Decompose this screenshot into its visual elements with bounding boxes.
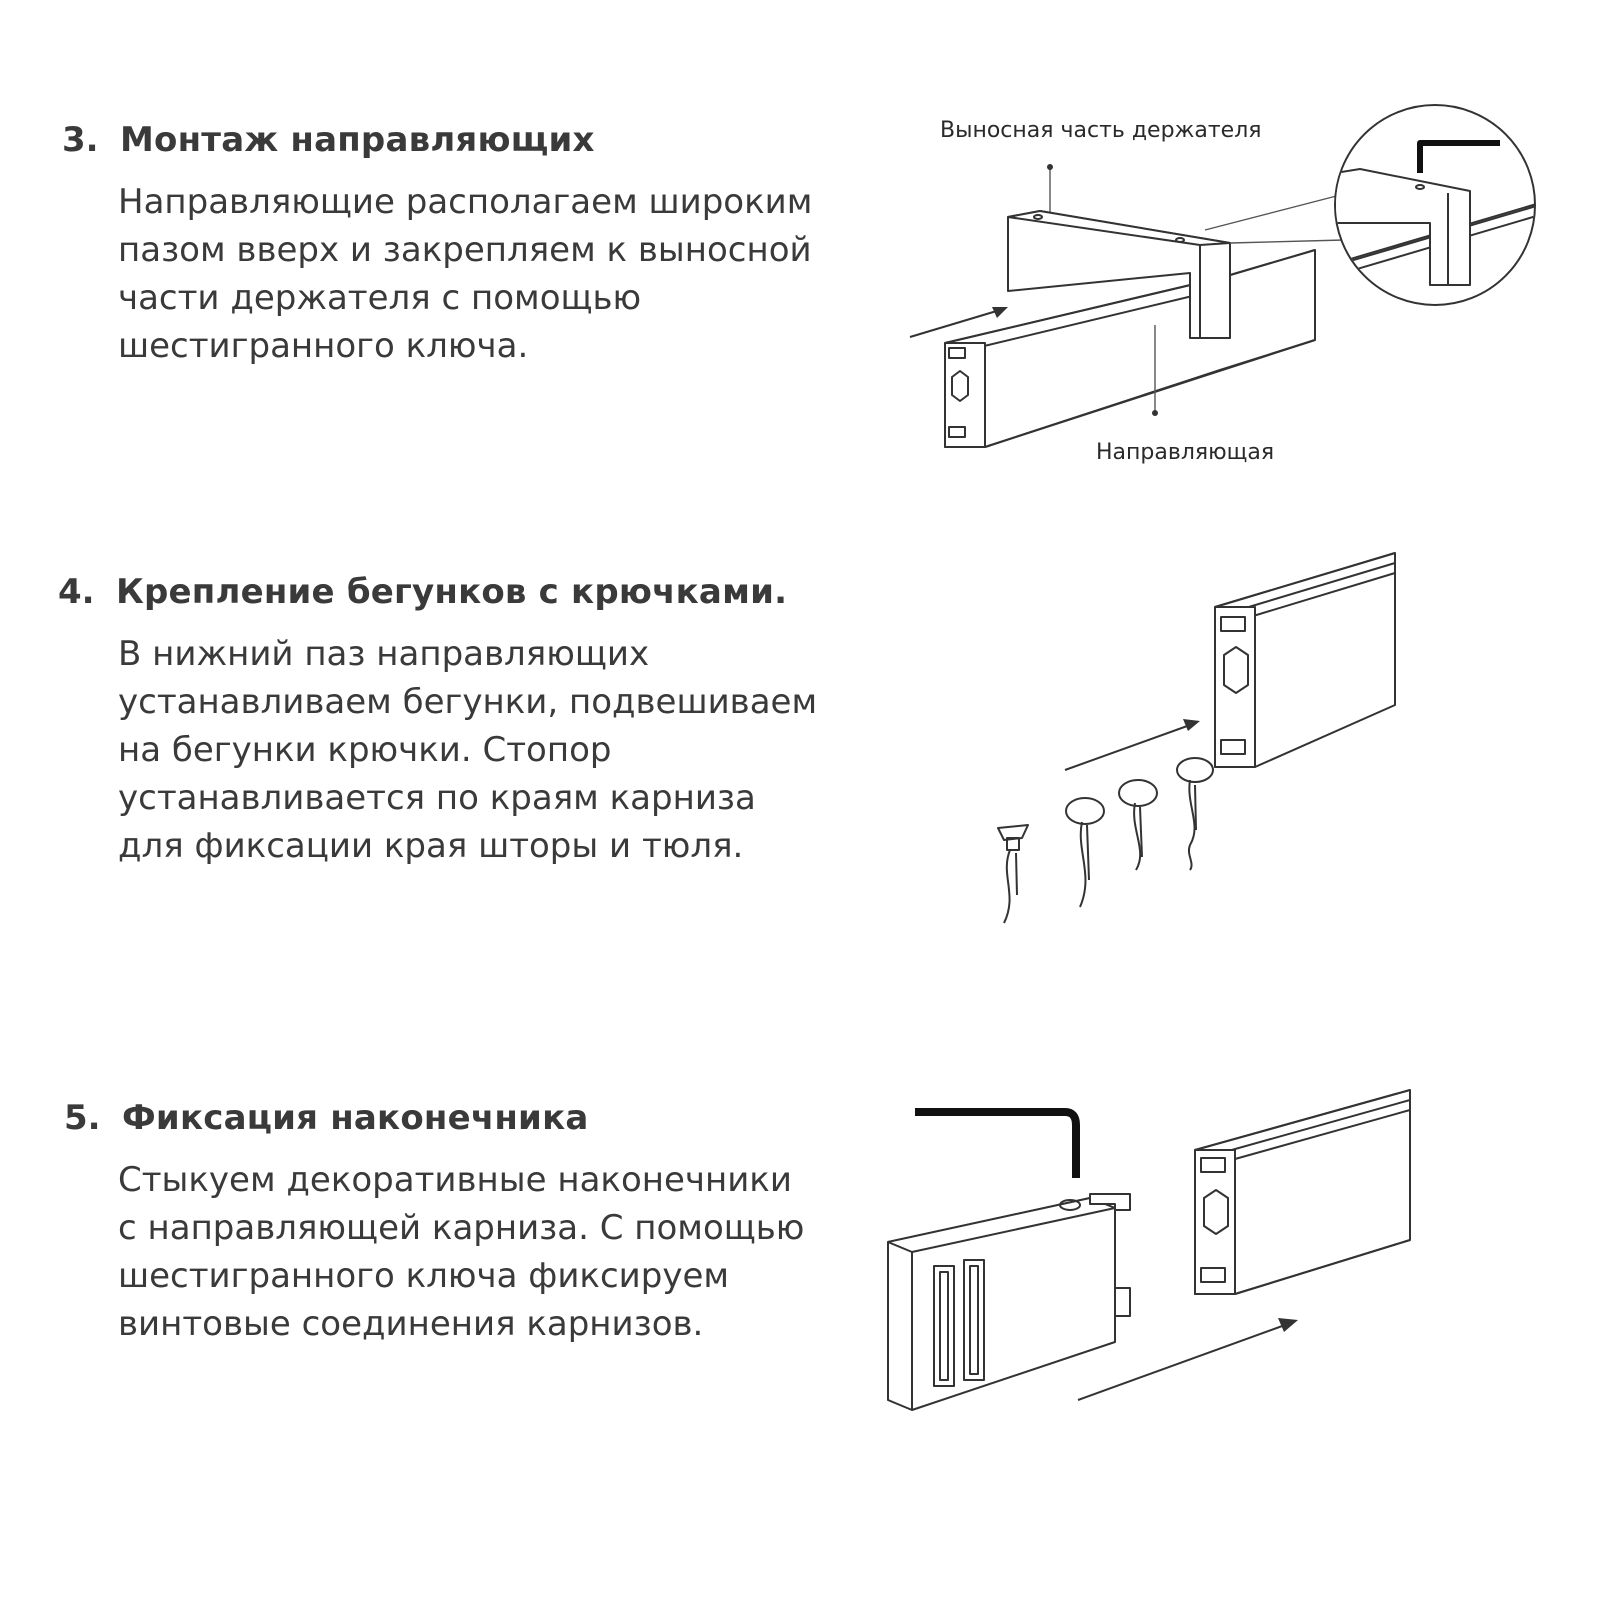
end-cap — [887, 1193, 1131, 1411]
step-4-description: В нижний паз направляющих устанавливаем … — [118, 630, 817, 870]
holder-arm-leader-dot — [1047, 164, 1053, 170]
step-3-line: Направляющие располагаем широким — [118, 182, 813, 222]
step-4-line: для фиксации края шторы и тюля. — [118, 826, 744, 866]
detail-zoom-circle — [1334, 104, 1536, 306]
detail-connector-bottom — [1229, 239, 1345, 244]
step-5-description: Стыкуем декоративные наконечники с напра… — [118, 1156, 804, 1348]
guide-rail-label: Направляющая — [1096, 440, 1274, 465]
step-5-line: Стыкуем декоративные наконечники — [118, 1160, 792, 1200]
step-4-heading: 4. Крепление бегунков с крючками. — [58, 572, 787, 612]
holder-arm — [1007, 210, 1231, 339]
step-3-number: 3. — [62, 120, 99, 160]
runner-hook — [1176, 757, 1214, 871]
step-5-number: 5. — [64, 1098, 101, 1138]
stopper-hook — [997, 824, 1029, 924]
step-5-line: с направляющей карниза. С помощью — [118, 1208, 805, 1248]
step-5-line: винтовые соединения карнизов. — [118, 1304, 704, 1344]
hex-key-icon — [915, 1108, 1080, 1178]
step-4-line: на бегунки крючки. Стопор — [118, 730, 612, 770]
join-arrow-head — [1278, 1318, 1298, 1332]
holder-arm-label: Выносная часть держателя — [940, 118, 1262, 143]
step-3-heading: 3. Монтаж направляющих — [62, 120, 595, 160]
guide-rail — [1214, 552, 1396, 768]
insert-arrow-head — [992, 307, 1008, 318]
step-4-illustration — [997, 552, 1396, 924]
runner-hook — [1065, 797, 1105, 908]
step-3-illustration: Выносная часть держателя — [909, 104, 1536, 465]
step-5-line: шестигранного ключа фиксируем — [118, 1256, 730, 1296]
step-3-title: Монтаж направляющих — [120, 120, 595, 160]
join-arrow-line — [1077, 1324, 1286, 1401]
step-5-heading: 5. Фиксация наконечника — [64, 1098, 589, 1138]
detail-connector-top — [1204, 192, 1349, 231]
step-4-title: Крепление бегунков с крючками. — [116, 572, 788, 612]
insert-arrow-line — [909, 309, 1001, 338]
step-5-title: Фиксация наконечника — [122, 1098, 589, 1138]
runner-hook — [1118, 779, 1158, 871]
step-5-illustration — [887, 1089, 1411, 1411]
step-3-line: части держателя с помощью — [118, 278, 642, 318]
guide-rail-leader-dot — [1152, 410, 1158, 416]
guide-rail — [1194, 1089, 1411, 1295]
step-4-line: устанавливаем бегунки, подвешиваем — [118, 682, 818, 722]
step-4-line: В нижний паз направляющих — [118, 634, 650, 674]
step-3-description: Направляющие располагаем широким пазом в… — [118, 178, 812, 370]
hex-key-icon — [1417, 140, 1500, 173]
step-4-line: устанавливается по краям карниза — [118, 778, 756, 818]
step-4-number: 4. — [58, 572, 95, 612]
step-3-line: пазом вверх и закрепляем к выносной — [118, 230, 812, 270]
step-3-line: шестигранного ключа. — [118, 326, 529, 366]
insert-arrow-head — [1183, 719, 1200, 731]
insert-arrow-line — [1064, 724, 1191, 771]
